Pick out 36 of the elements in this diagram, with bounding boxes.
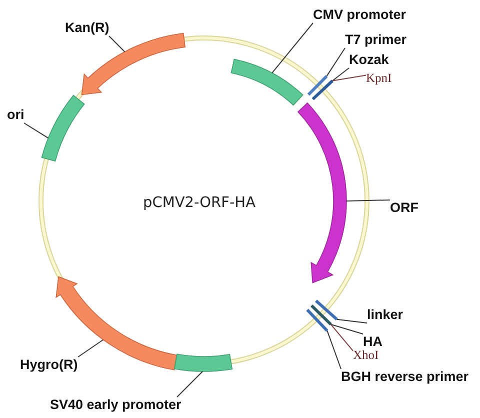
- feature-label: HA: [363, 334, 382, 350]
- leader-line: [330, 324, 364, 334]
- leader-line: [78, 339, 104, 358]
- feature-label: ori: [7, 107, 24, 123]
- arc-segment: [230, 58, 304, 106]
- plasmid-name: pCMV2-ORF-HA: [143, 195, 256, 212]
- leader-line: [330, 324, 354, 352]
- leader-line: [336, 318, 368, 324]
- feature-label: SV40 early promoter: [50, 396, 182, 412]
- tick-mark: [307, 75, 328, 96]
- feature-label: BGH reverse primer: [341, 368, 469, 384]
- leader-line: [346, 200, 390, 202]
- feature-label: T7 primer: [345, 32, 407, 48]
- leader-line: [332, 68, 350, 82]
- leader-line: [24, 122, 49, 139]
- feature-label: CMV promoter: [313, 6, 406, 22]
- leader-line: [272, 22, 314, 74]
- leader-line: [176, 371, 203, 398]
- leader-line: [108, 36, 126, 52]
- tick-mark: [310, 304, 332, 326]
- feature-label: Hygro(R): [20, 357, 78, 373]
- tick-mark: [315, 300, 338, 321]
- arc-segment: [41, 94, 85, 162]
- leader-line: [326, 48, 346, 77]
- feature-label: Kozak: [349, 52, 389, 68]
- curved-arrow: [298, 102, 347, 284]
- feature-label: Kan(R): [65, 20, 110, 36]
- feature-label: ORF: [390, 200, 418, 216]
- tick-mark: [306, 308, 328, 332]
- arc-segment: [174, 354, 233, 372]
- site-label: KpnI: [366, 71, 392, 86]
- leader-line: [326, 330, 342, 370]
- feature-label: linker: [367, 307, 404, 323]
- tick-mark: [312, 80, 334, 100]
- leader-line: [332, 74, 366, 82]
- site-label: XhoI: [353, 348, 379, 362]
